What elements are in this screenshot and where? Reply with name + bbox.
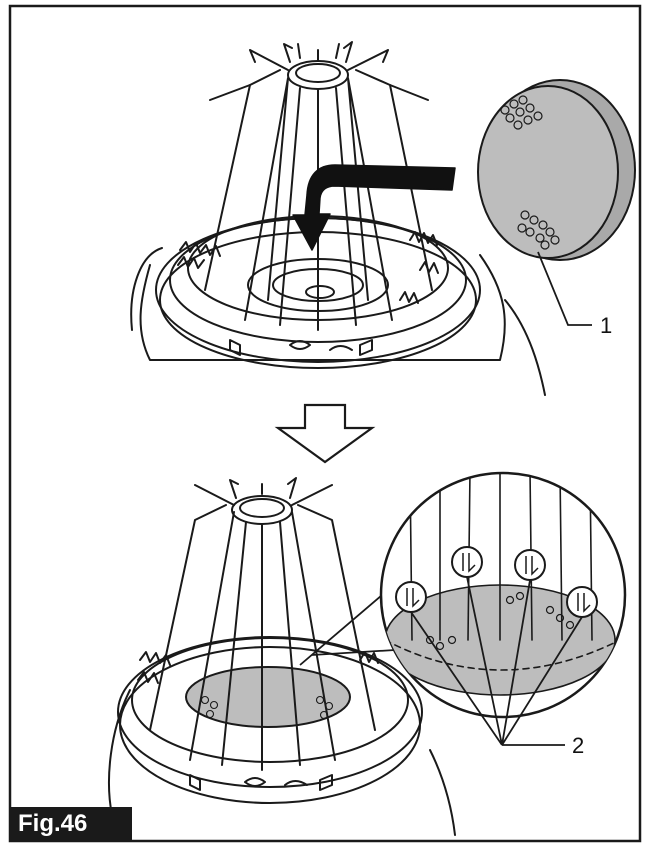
top-cage-spikes [283, 41, 353, 63]
magnified-pores [425, 591, 575, 651]
foam-pores-top [500, 95, 543, 130]
top-cage-crown-inner [295, 63, 341, 83]
figure-label: Fig.46 [10, 807, 132, 841]
foam-filter-disc [477, 79, 636, 261]
bottom-ring-tabs [189, 774, 333, 791]
foam-pores-bottom [517, 210, 560, 250]
callout-1-leader [537, 251, 592, 326]
down-outline-arrow-icon [274, 403, 376, 464]
clip-marker-2 [451, 546, 483, 578]
bottom-foam-pores [200, 695, 334, 720]
bottom-cage-spokes [194, 484, 333, 506]
callout-1-number: 1 [600, 313, 612, 338]
bottom-cage-crown-inner [239, 498, 285, 518]
figure-frame [8, 4, 642, 843]
bottom-housing-side [429, 749, 456, 836]
magnified-detail [379, 471, 627, 719]
clip-marker-1 [395, 581, 427, 613]
top-housing-wrap [130, 247, 163, 331]
top-housing-side [504, 299, 546, 396]
bottom-ring-mid [131, 637, 409, 763]
top-cage-spokes [209, 49, 429, 101]
clip-marker-4 [566, 586, 598, 618]
bottom-ring-base [119, 646, 421, 804]
clip-markers [395, 546, 598, 618]
clip-marker-3 [514, 549, 546, 581]
curved-insert-arrow-icon [292, 164, 456, 251]
top-cone-hub [305, 285, 335, 299]
magnifier-connector [299, 589, 396, 666]
bottom-cage-spikes [229, 477, 297, 499]
bottom-illustration [108, 477, 456, 836]
clip-hooks [406, 553, 591, 613]
top-housing-body [139, 254, 506, 361]
top-illustration [130, 41, 546, 396]
bottom-cage-ribs [149, 504, 376, 771]
callout-2-leaders [410, 576, 583, 746]
callout-2-number: 2 [572, 733, 584, 758]
top-ring-tabs [229, 339, 373, 356]
magnified-ring-edge [384, 639, 621, 671]
bottom-housing-body [108, 689, 131, 816]
